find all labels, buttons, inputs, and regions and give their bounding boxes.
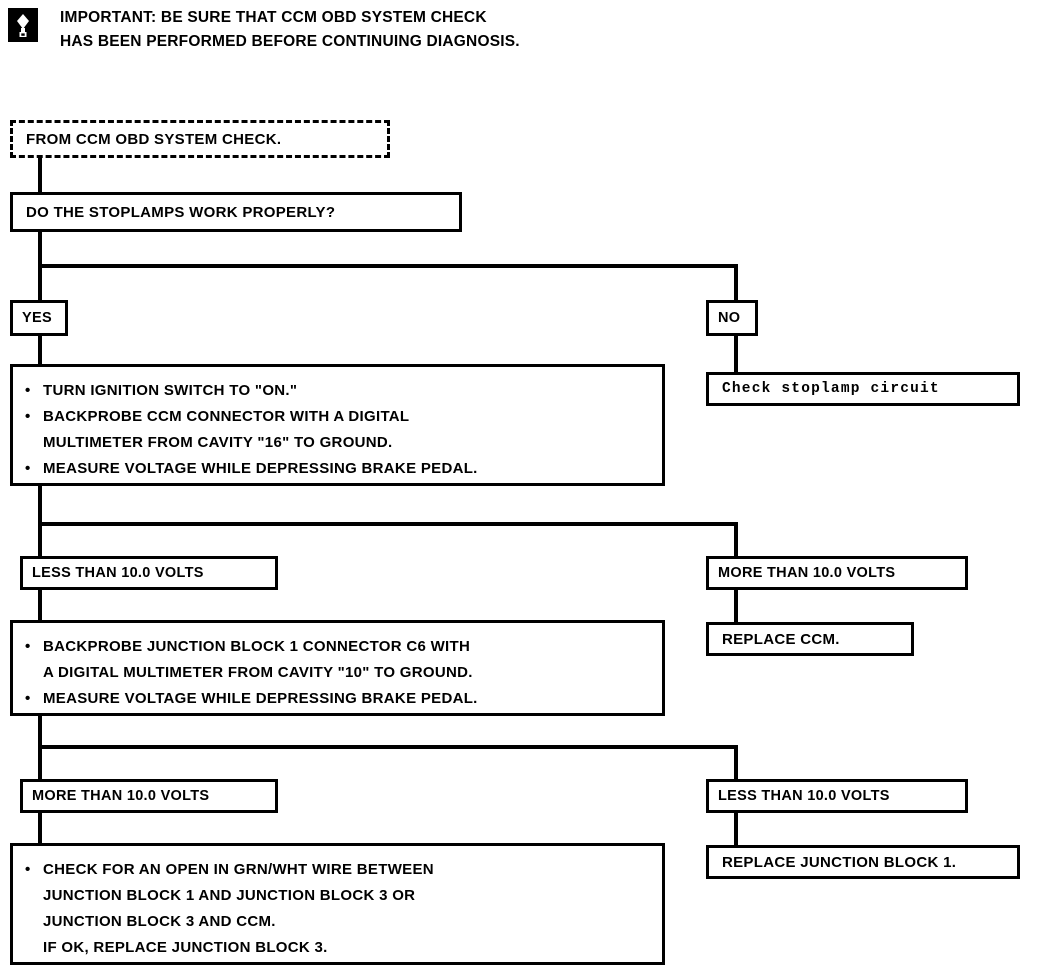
- connector-to-no: [734, 264, 738, 300]
- bullet-marker: •: [25, 460, 31, 477]
- important-note: IMPORTANT: BE SURE THAT CCM OBD SYSTEM C…: [8, 6, 908, 58]
- bullet-item: • BACKPROBE CCM CONNECTOR WITH A DIGITAL…: [25, 404, 652, 456]
- node-start-label: FROM CCM OBD SYSTEM CHECK.: [26, 130, 282, 148]
- node-replace-junction-block-1[interactable]: REPLACE JUNCTION BLOCK 1.: [706, 845, 1020, 879]
- connector-question-down: [38, 232, 42, 268]
- connector-to-less-2: [734, 745, 738, 779]
- branch-less-than-10-volts-1-label: LESS THAN 10.0 VOLTS: [32, 565, 204, 581]
- branch-more-than-10-volts-2-label: MORE THAN 10.0 VOLTS: [32, 788, 210, 804]
- node-check-stoplamp-circuit[interactable]: Check stoplamp circuit: [706, 372, 1020, 406]
- node-question-label: DO THE STOPLAMPS WORK PROPERLY?: [26, 203, 336, 221]
- node-step1[interactable]: • TURN IGNITION SWITCH TO "ON." • BACKPR…: [10, 364, 665, 486]
- branch-more-than-10-volts-1[interactable]: MORE THAN 10.0 VOLTS: [706, 556, 968, 590]
- node-check-stoplamp-circuit-label: Check stoplamp circuit: [722, 381, 940, 397]
- bullet-text: CHECK FOR AN OPEN IN GRN/WHT WIRE BETWEE…: [43, 861, 434, 956]
- branch-less-than-10-volts-2-label: LESS THAN 10.0 VOLTS: [718, 788, 890, 804]
- connector-no-down: [734, 336, 738, 372]
- node-step2[interactable]: • BACKPROBE JUNCTION BLOCK 1 CONNECTOR C…: [10, 620, 665, 716]
- note-line-1: IMPORTANT: BE SURE THAT CCM OBD SYSTEM C…: [60, 9, 487, 26]
- connector-start-to-question: [38, 158, 42, 192]
- node-replace-ccm[interactable]: REPLACE CCM.: [706, 622, 914, 656]
- branch-no[interactable]: NO: [706, 300, 758, 336]
- bullet-text: MEASURE VOLTAGE WHILE DEPRESSING BRAKE P…: [43, 690, 478, 707]
- connector-to-more-1: [734, 522, 738, 556]
- branch-less-than-10-volts-2[interactable]: LESS THAN 10.0 VOLTS: [706, 779, 968, 813]
- branch-more-than-10-volts-2[interactable]: MORE THAN 10.0 VOLTS: [20, 779, 278, 813]
- bullet-text: TURN IGNITION SWITCH TO "ON.": [43, 382, 298, 399]
- connector-split-3: [38, 745, 738, 749]
- connector-more1-down: [734, 590, 738, 622]
- connector-to-less-1: [38, 522, 42, 556]
- connector-to-yes: [38, 264, 42, 300]
- connector-split-1: [38, 264, 738, 268]
- bullet-item: • TURN IGNITION SWITCH TO "ON.": [25, 378, 652, 404]
- node-question[interactable]: DO THE STOPLAMPS WORK PROPERLY?: [10, 192, 462, 232]
- warning-bulb-icon: [8, 8, 38, 42]
- bullet-item: • MEASURE VOLTAGE WHILE DEPRESSING BRAKE…: [25, 456, 652, 482]
- connector-split-2: [38, 522, 738, 526]
- bullet-marker: •: [25, 690, 31, 707]
- connector-more2-down: [38, 813, 42, 845]
- bullet-marker: •: [25, 382, 31, 399]
- note-line-2: HAS BEEN PERFORMED BEFORE CONTINUING DIA…: [60, 33, 520, 50]
- bullet-item: • CHECK FOR AN OPEN IN GRN/WHT WIRE BETW…: [25, 857, 652, 961]
- branch-no-label: NO: [718, 310, 741, 326]
- node-start[interactable]: FROM CCM OBD SYSTEM CHECK.: [10, 120, 390, 158]
- connector-less1-down: [38, 590, 42, 622]
- branch-more-than-10-volts-1-label: MORE THAN 10.0 VOLTS: [718, 565, 896, 581]
- bullet-text: BACKPROBE CCM CONNECTOR WITH A DIGITAL M…: [43, 408, 410, 451]
- bullet-text: MEASURE VOLTAGE WHILE DEPRESSING BRAKE P…: [43, 460, 478, 477]
- connector-step2-down: [38, 716, 42, 750]
- branch-less-than-10-volts-1[interactable]: LESS THAN 10.0 VOLTS: [20, 556, 278, 590]
- bullet-marker: •: [25, 861, 31, 878]
- bullet-marker: •: [25, 408, 31, 425]
- bullet-item: • MEASURE VOLTAGE WHILE DEPRESSING BRAKE…: [25, 686, 652, 712]
- node-replace-junction-block-1-label: REPLACE JUNCTION BLOCK 1.: [722, 853, 957, 871]
- node-replace-ccm-label: REPLACE CCM.: [722, 630, 840, 648]
- bullet-marker: •: [25, 638, 31, 655]
- branch-yes-label: YES: [22, 310, 52, 326]
- connector-step1-down: [38, 486, 42, 526]
- bullet-item: • BACKPROBE JUNCTION BLOCK 1 CONNECTOR C…: [25, 634, 652, 686]
- connector-yes-down: [38, 336, 42, 366]
- bullet-text: BACKPROBE JUNCTION BLOCK 1 CONNECTOR C6 …: [43, 638, 473, 681]
- connector-less2-down: [734, 813, 738, 845]
- node-final-check[interactable]: • CHECK FOR AN OPEN IN GRN/WHT WIRE BETW…: [10, 843, 665, 965]
- connector-to-more-2: [38, 745, 42, 779]
- branch-yes[interactable]: YES: [10, 300, 68, 336]
